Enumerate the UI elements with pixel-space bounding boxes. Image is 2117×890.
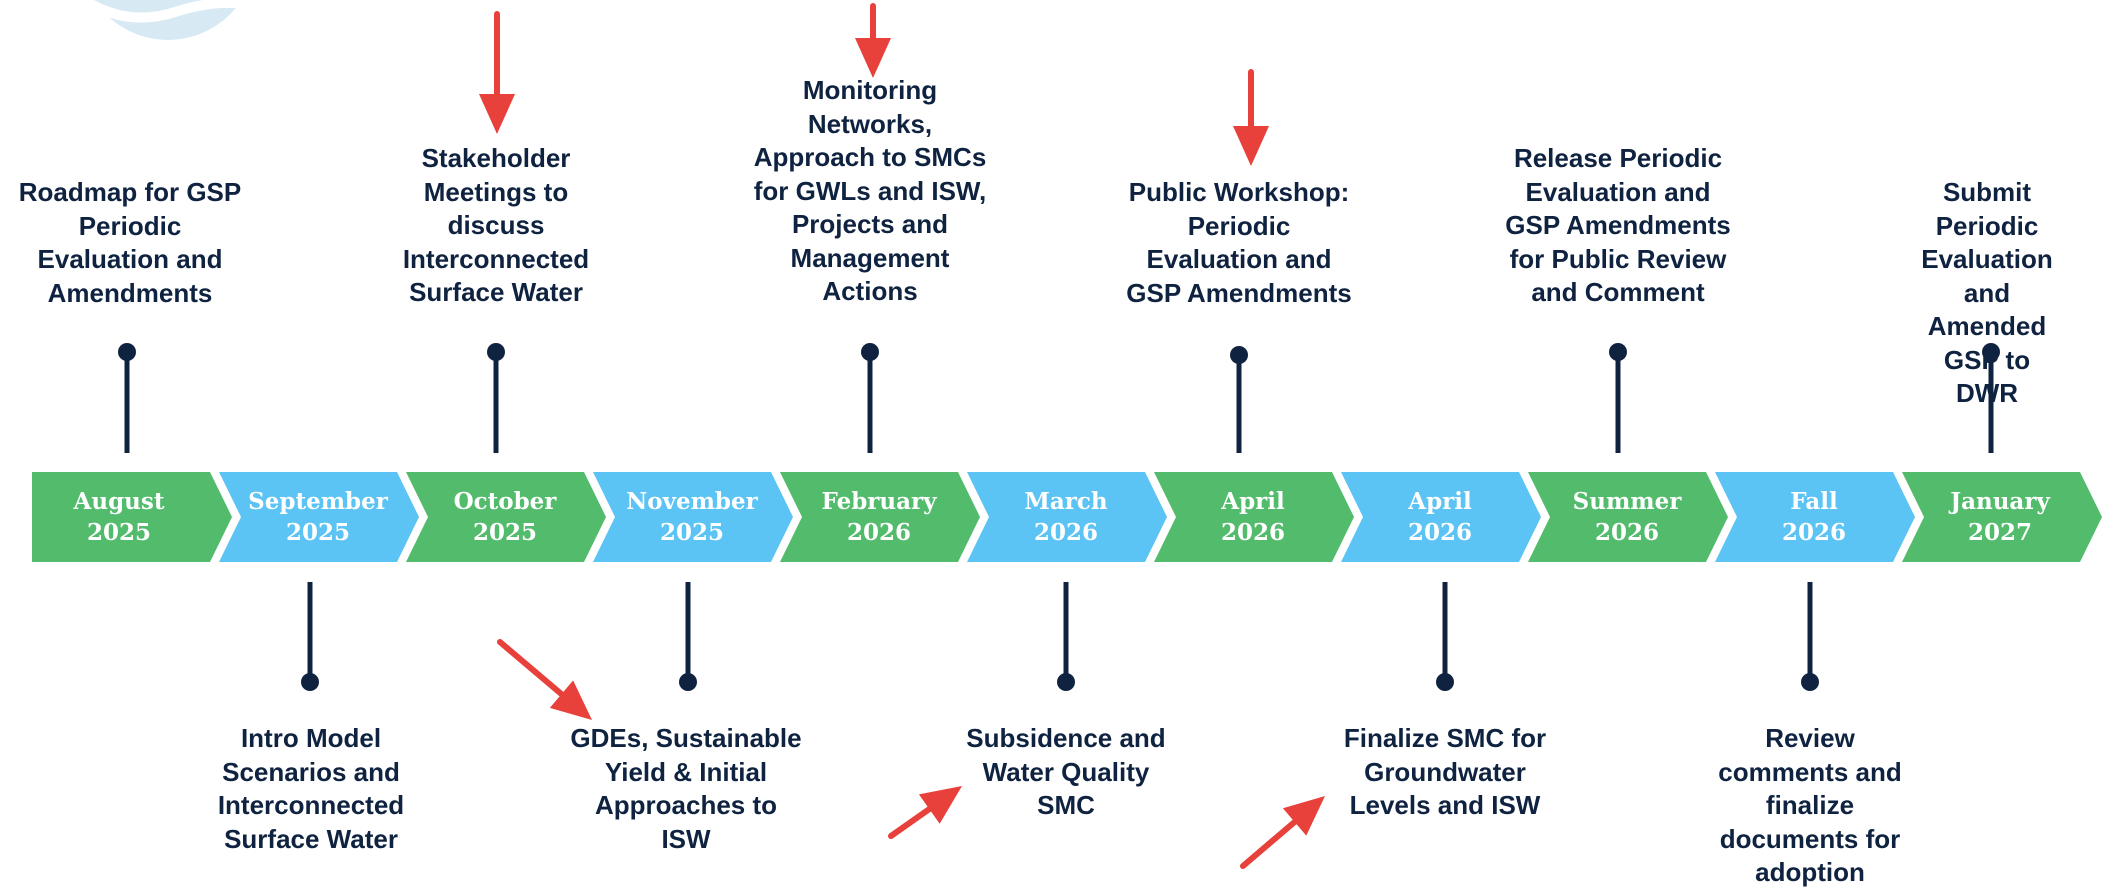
timeline-chevron [32, 472, 232, 562]
top-milestone-6: Submit Periodic Evaluation and Amended G… [1921, 177, 2053, 408]
water-drop-logo-icon [94, 0, 242, 40]
top-milestone-4: Public Workshop: Periodic Evaluation and… [1126, 177, 1352, 308]
timeline-chevron [967, 472, 1167, 562]
period-label-5: February 2026 [821, 488, 937, 546]
top-milestone-3: Monitoring Networks, Approach to SMCs fo… [753, 75, 987, 306]
period-label-1: August 2025 [73, 488, 165, 546]
timeline-chevron [1528, 472, 1728, 562]
top-milestone-1: Roadmap for GSP Periodic Evaluation and … [18, 177, 242, 308]
timeline-chevron [1902, 472, 2102, 562]
period-label-3: October 2025 [453, 488, 557, 546]
top-milestone-5: Release Periodic Evaluation and GSP Amen… [1505, 143, 1731, 307]
period-label-6: March 2026 [1024, 488, 1108, 546]
bottom-connector-dot [301, 673, 319, 691]
bottom-milestone-4: Finalize SMC for Groundwater Levels and … [1343, 723, 1547, 820]
period-label-4: November 2025 [626, 488, 758, 546]
period-label-11: January 2027 [1950, 488, 2050, 546]
top-connector-dot [1982, 343, 2000, 361]
bottom-milestone-3: Subsidence and Water Quality SMC [966, 723, 1166, 820]
bottom-milestone-1: Intro Model Scenarios and Interconnected… [217, 723, 405, 854]
period-label-9: Summer 2026 [1572, 488, 1682, 546]
top-connector-dot [118, 343, 136, 361]
red-arrow-monitoring-icon [855, 38, 891, 78]
red-arrow-subsidence-shaft [888, 806, 933, 839]
top-connector-dot [1609, 343, 1627, 361]
period-label-8: April 2026 [1407, 488, 1473, 546]
top-connector-dot [487, 343, 505, 361]
red-arrow-workshop-icon [1233, 126, 1269, 166]
timeline-chevron [1341, 472, 1541, 562]
timeline-chevron [406, 472, 606, 562]
period-label-2: September 2025 [248, 488, 388, 546]
red-arrow-subsidence-icon [918, 786, 962, 824]
red-arrow-finalize-icon [1282, 796, 1325, 836]
bottom-connector-dot [1801, 673, 1819, 691]
red-arrow-finalize-shaft [1240, 818, 1298, 869]
top-connector-dot [1230, 346, 1248, 364]
timeline-chevron [1715, 472, 1915, 562]
top-milestone-2: Stakeholder Meetings to discuss Intercon… [402, 143, 590, 307]
period-label-7: April 2026 [1220, 488, 1286, 546]
timeline-chevron [593, 472, 793, 562]
timeline-chevron [1154, 472, 1354, 562]
bottom-connector-dot [1436, 673, 1454, 691]
bottom-connector-dot [1057, 673, 1075, 691]
top-connector-dot [861, 343, 879, 361]
bottom-milestone-5: Review comments and finalize documents f… [1718, 723, 1902, 887]
red-arrow-gdes-shaft [497, 639, 565, 698]
red-arrow-stakeholder-icon [479, 94, 515, 134]
timeline-chevron [780, 472, 980, 562]
bottom-milestone-2: GDEs, Sustainable Yield & Initial Approa… [570, 723, 802, 854]
red-arrow-gdes-icon [549, 680, 592, 720]
logo-wave-icon [75, 0, 267, 23]
timeline-chevron [219, 472, 419, 562]
bottom-connector-dot [679, 673, 697, 691]
period-label-10: Fall 2026 [1781, 488, 1847, 546]
